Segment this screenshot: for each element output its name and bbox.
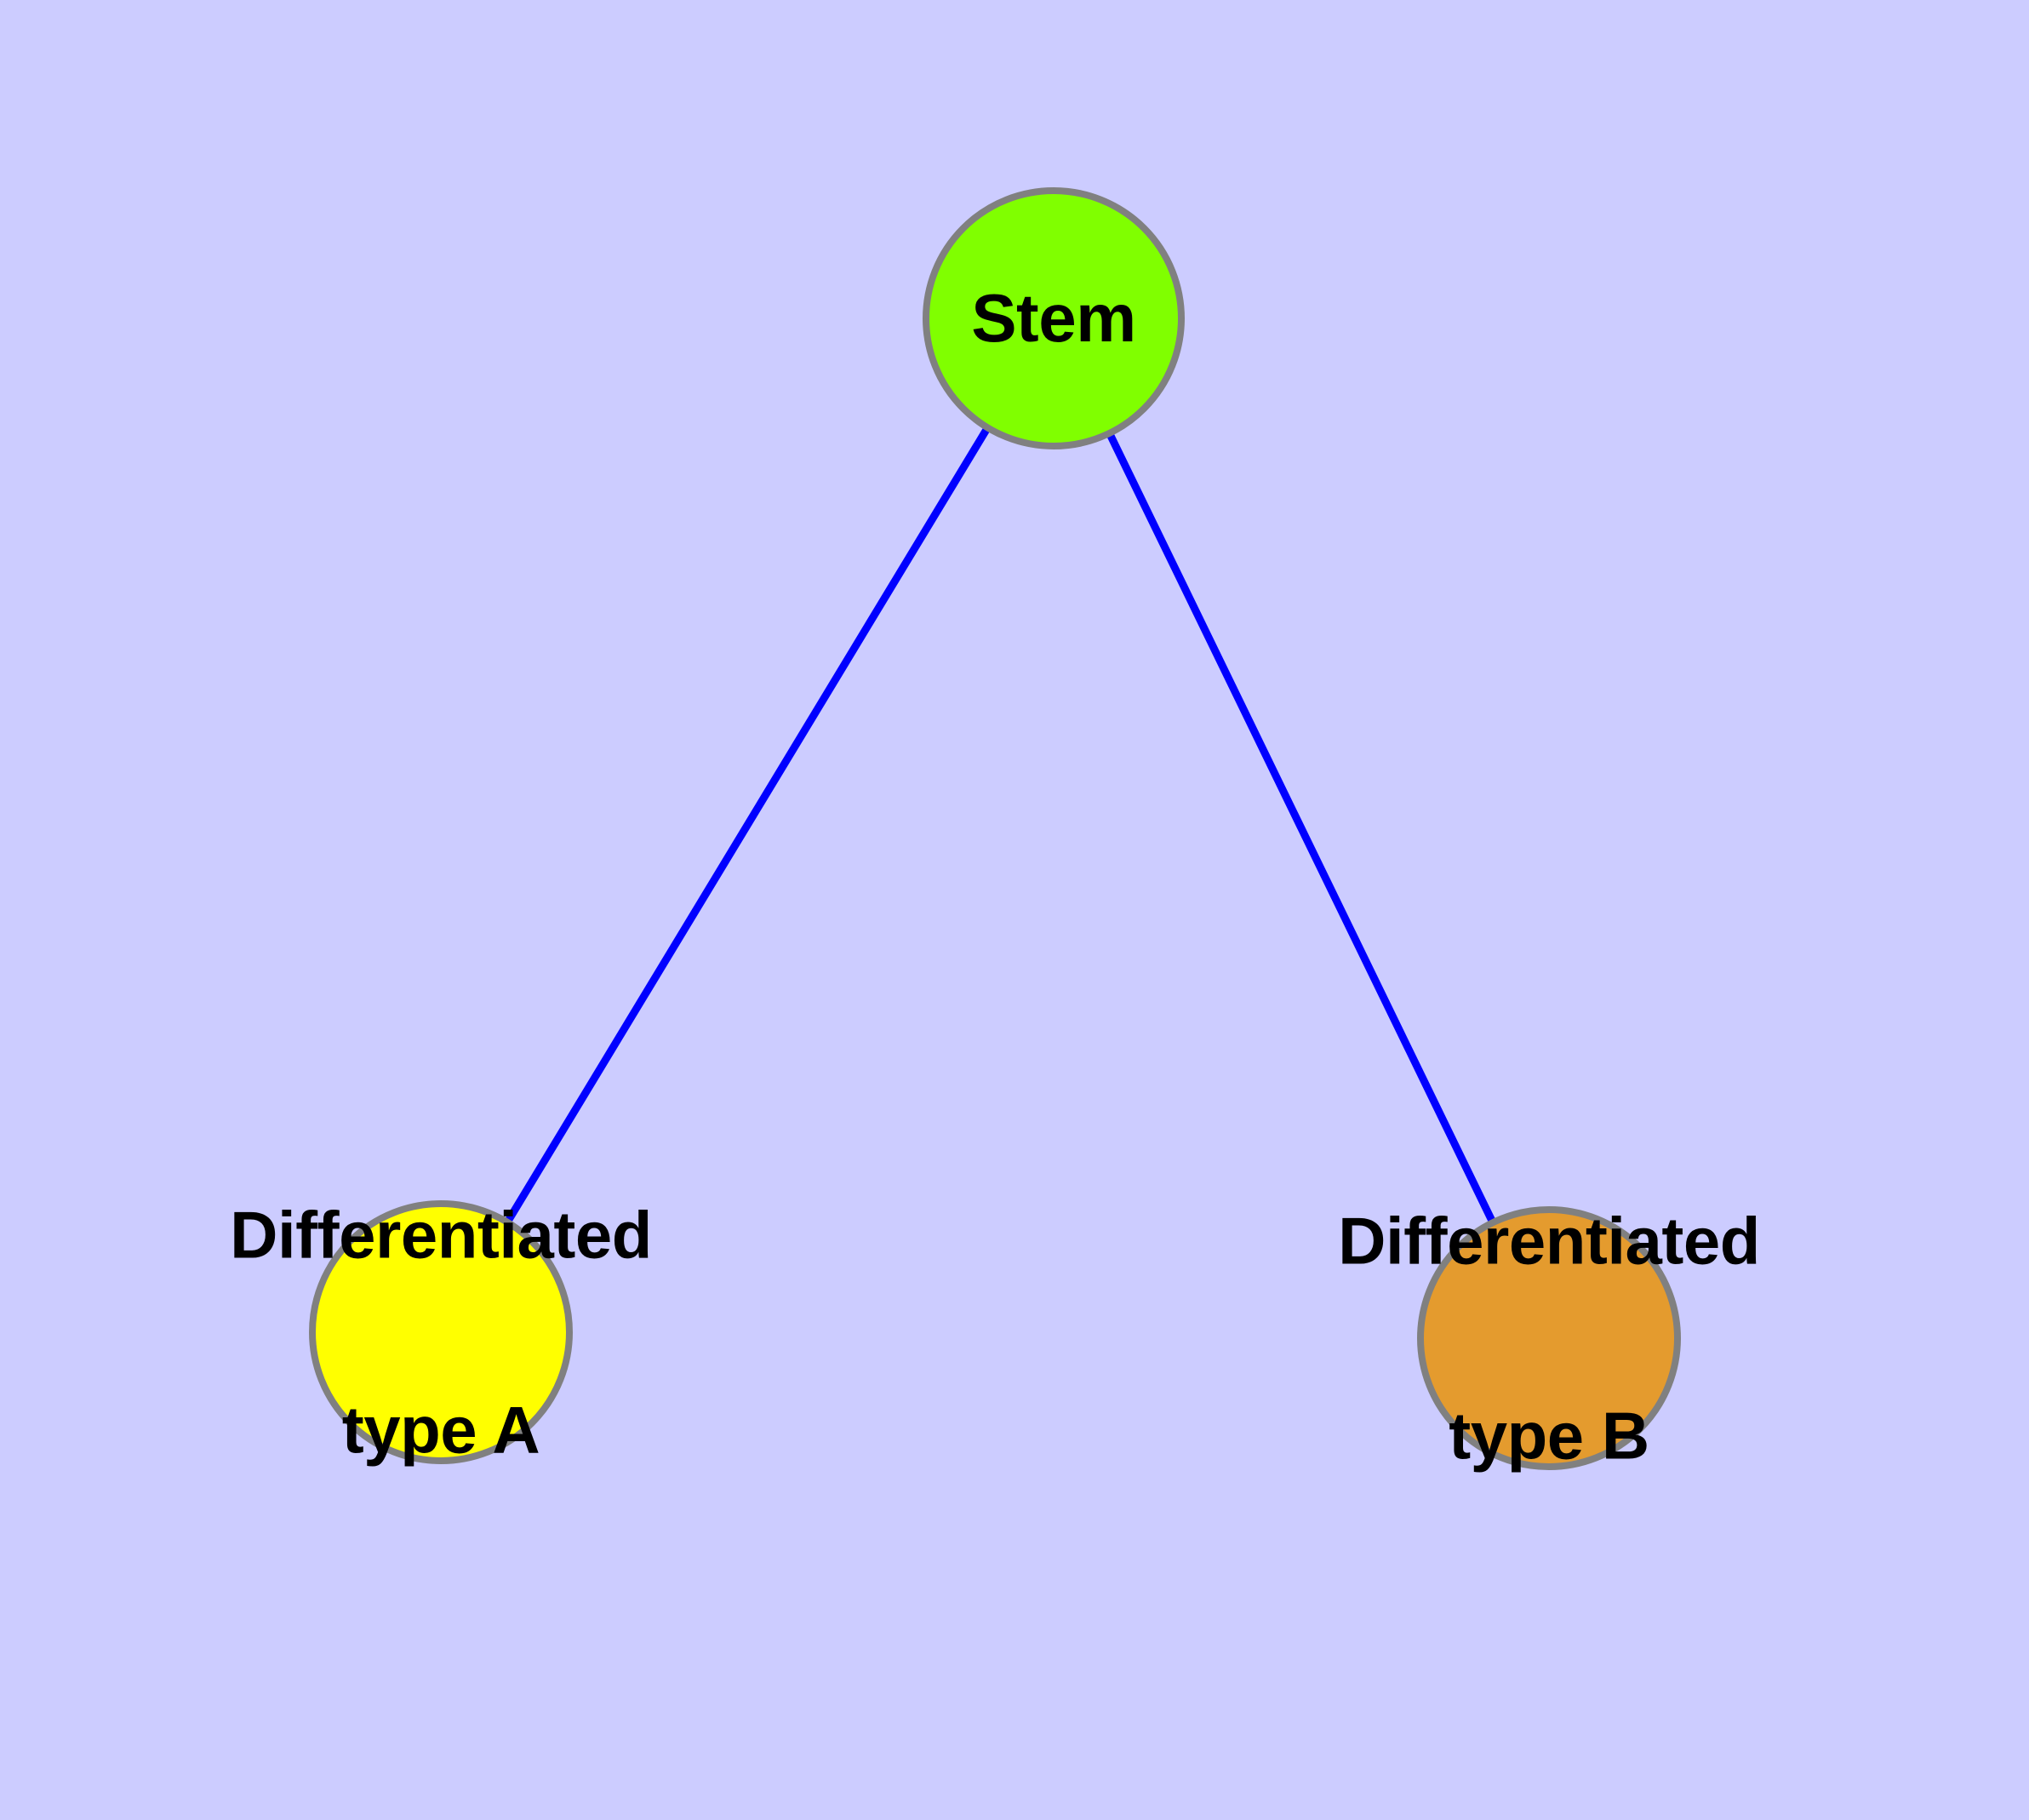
node-differentiated-type-b[interactable] xyxy=(1417,1206,1681,1470)
node-stem[interactable] xyxy=(923,187,1185,449)
node-layer xyxy=(309,187,1681,1470)
node-differentiated-type-a[interactable] xyxy=(309,1200,573,1464)
edge-stem-to-differentiated-type-b[interactable] xyxy=(1104,428,1498,1228)
edge-layer xyxy=(502,422,1498,1228)
edge-stem-to-differentiated-type-a[interactable] xyxy=(502,422,993,1228)
